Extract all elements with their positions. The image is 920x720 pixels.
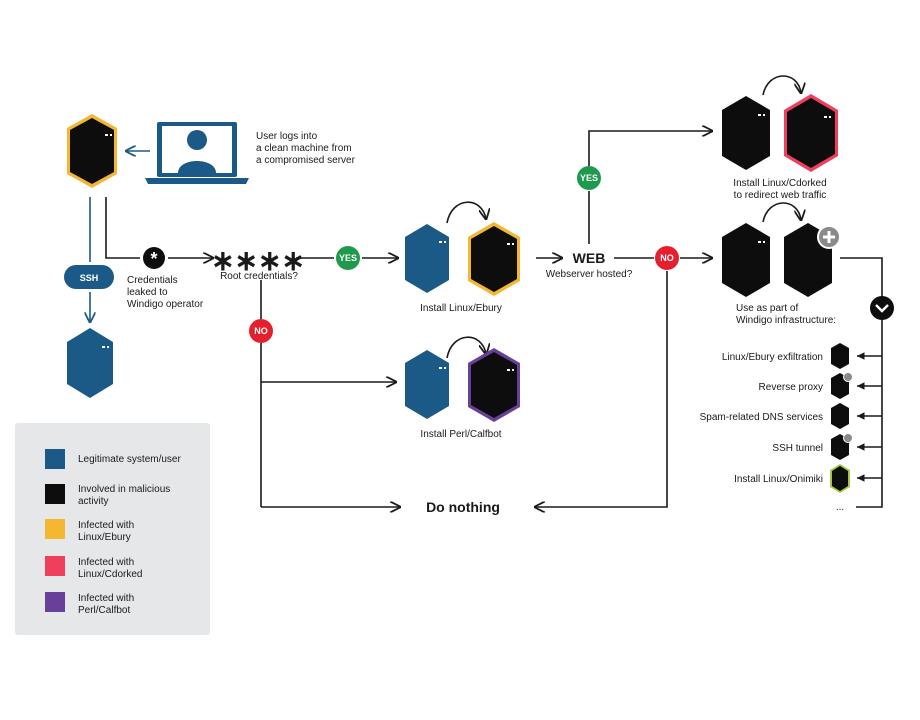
credentials-label-1: Credentials <box>127 275 178 286</box>
chevron-down-icon <box>870 296 894 320</box>
use-as-part-label-1: Use as part of <box>736 303 798 314</box>
connector-yes-cdorked <box>588 131 712 166</box>
use-as-part-label-2: Windigo infrastructure: <box>736 315 836 326</box>
user-logs-label-3: a compromised server <box>256 155 356 166</box>
infra-item-label: Spam-related DNS services <box>700 412 823 423</box>
user-logs-label-1: User logs into <box>256 131 318 142</box>
legend-label: Legitimate system/user <box>78 454 181 465</box>
server-icon <box>67 328 113 398</box>
root-credentials-label: Root credentials? <box>220 271 298 282</box>
connector-infra-bracket <box>840 257 883 508</box>
install-cdorked-label-1: Install Linux/Cdorked <box>733 178 826 189</box>
legend-label: Linux/Ebury <box>78 532 131 543</box>
legend-swatch <box>45 449 65 469</box>
plus-icon <box>817 225 841 249</box>
legend-label: Infected with <box>78 557 134 568</box>
install-cdorked-label-2: to redirect web traffic <box>734 190 827 201</box>
legend-label: Involved in malicious <box>78 484 170 495</box>
do-nothing-label: Do nothing <box>426 499 500 515</box>
server-icon <box>784 94 838 172</box>
connector-leak <box>105 197 140 259</box>
curve-arrow-infra <box>762 202 801 223</box>
server-icon <box>831 433 853 460</box>
server-icon <box>468 222 520 296</box>
server-icon <box>830 464 850 493</box>
infection-arrows <box>446 75 801 359</box>
install-ebury-label: Install Linux/Ebury <box>420 303 502 314</box>
server-icon <box>405 350 449 419</box>
no-badge: NO <box>655 246 679 270</box>
yes-badge: YES <box>336 246 360 270</box>
server-icon <box>722 223 770 297</box>
connector-do-nothing-right <box>535 271 668 507</box>
infra-item-label: SSH tunnel <box>772 443 823 454</box>
svg-text:YES: YES <box>339 253 357 263</box>
legend: Legitimate system/user Involved in malic… <box>15 423 210 635</box>
svg-text:YES: YES <box>580 173 598 183</box>
legend-swatch <box>45 592 65 612</box>
infra-item-label: Reverse proxy <box>759 382 823 393</box>
svg-text:NO: NO <box>660 253 674 263</box>
legend-label: Infected with <box>78 593 134 604</box>
server-icon <box>67 114 117 188</box>
laptop-user-icon <box>145 122 249 184</box>
no-badge: NO <box>249 319 273 343</box>
infra-ellipsis: ... <box>836 502 844 513</box>
web-label: WEB <box>573 250 606 266</box>
server-icon <box>831 403 849 429</box>
curve-arrow-cdorked <box>762 75 801 96</box>
legend-swatch <box>45 484 65 504</box>
legend-swatch <box>45 556 65 576</box>
user-logs-label-2: a clean machine from <box>256 143 352 154</box>
connectors <box>90 131 883 508</box>
server-icon <box>831 372 853 399</box>
legend-swatch <box>45 519 65 539</box>
legend-label: Infected with <box>78 520 134 531</box>
yes-badge: YES <box>577 166 601 190</box>
infra-item-label: Linux/Ebury exfiltration <box>722 352 823 363</box>
webserver-hosted-label: Webserver hosted? <box>546 269 633 280</box>
legend-label: activity <box>78 496 109 507</box>
infra-item-label: Install Linux/Onimiki <box>734 474 823 485</box>
svg-text:SSH: SSH <box>80 273 99 283</box>
credentials-label-3: Windigo operator <box>127 299 204 310</box>
server-icon <box>831 343 849 369</box>
install-calfbot-label: Install Perl/Calfbot <box>420 429 501 440</box>
svg-text:*: * <box>150 249 157 269</box>
asterisk-icon: * <box>143 247 165 269</box>
curve-arrow-calfbot <box>446 336 486 359</box>
server-icon <box>405 224 449 293</box>
server-icon <box>468 348 520 422</box>
credentials-label-2: leaked to <box>127 287 168 298</box>
legend-label: Perl/Calfbot <box>78 605 130 616</box>
password-stars: ∗∗∗∗ <box>211 245 305 276</box>
curve-arrow-ebury <box>446 201 486 224</box>
server-icon <box>722 96 770 170</box>
svg-text:NO: NO <box>254 326 268 336</box>
ssh-badge: SSH <box>64 265 114 289</box>
legend-label: Linux/Cdorked <box>78 569 142 580</box>
